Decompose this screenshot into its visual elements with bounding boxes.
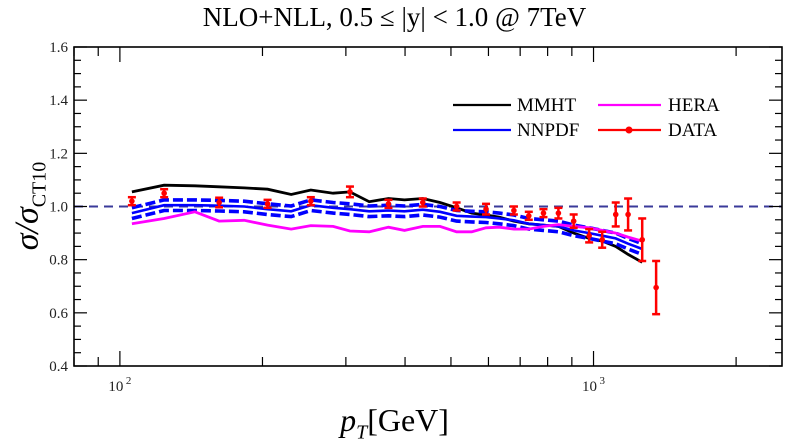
legend: MMHT NNPDF HERA DATA — [453, 95, 720, 141]
data-point — [599, 236, 605, 243]
series-hera — [131, 210, 643, 243]
series-nnpdf-central — [131, 203, 643, 251]
data-point — [525, 213, 532, 219]
data-point — [483, 206, 489, 212]
data-point — [555, 210, 562, 216]
y-tick-label: 0.8 — [49, 253, 68, 269]
data-point — [653, 284, 659, 291]
data-point — [419, 199, 426, 206]
data-point — [570, 218, 577, 224]
x-tick-label: 10 — [108, 379, 123, 395]
data-point — [453, 203, 460, 210]
series-data-points — [127, 185, 661, 316]
data-point — [216, 199, 222, 206]
y-tick-label: 0.4 — [49, 359, 68, 375]
y-axis-label-sub: CT10 — [28, 161, 51, 208]
y-tick-label: 1.6 — [49, 40, 68, 56]
data-point — [347, 189, 353, 195]
y-tick-label: 0.6 — [49, 306, 68, 322]
legend-mmht-label: MMHT — [517, 95, 577, 116]
x-tick-exponent: 3 — [600, 375, 606, 387]
data-point — [540, 210, 547, 216]
data-layer — [74, 183, 782, 316]
legend-hera-label: HERA — [668, 95, 720, 116]
legend-data-label: DATA — [668, 120, 717, 141]
x-tick-label: 10 — [582, 379, 597, 395]
x-tick-exponent: 2 — [126, 375, 132, 387]
y-axis-label: σ/σCT10 — [9, 162, 52, 251]
y-axis-label-main: σ/σ — [8, 207, 46, 251]
y-tick-label: 1.0 — [49, 200, 68, 216]
x-axis-label-sub: T — [356, 421, 368, 444]
data-point — [308, 198, 314, 204]
data-point — [264, 201, 271, 207]
x-axis-label: pT[GeV] — [0, 402, 789, 444]
y-tick-label: 1.2 — [49, 146, 68, 162]
data-point — [639, 236, 646, 243]
data-point — [586, 232, 592, 239]
data-point — [612, 211, 619, 218]
data-point — [511, 207, 517, 214]
data-point — [385, 201, 392, 207]
x-axis-label-var: p — [340, 402, 357, 438]
y-tick-label: 1.4 — [49, 93, 68, 109]
data-point — [129, 198, 135, 204]
legend-nnpdf-label: NNPDF — [517, 120, 579, 141]
data-point — [161, 190, 167, 197]
legend-data-marker — [625, 126, 633, 134]
x-axis-label-unit: [GeV] — [367, 402, 449, 438]
chart-title: NLO+NLL, 0.5 ≤ |y| < 1.0 @ 7TeV — [202, 2, 587, 32]
series-nnpdf-band — [131, 208, 643, 257]
data-point — [625, 211, 631, 218]
